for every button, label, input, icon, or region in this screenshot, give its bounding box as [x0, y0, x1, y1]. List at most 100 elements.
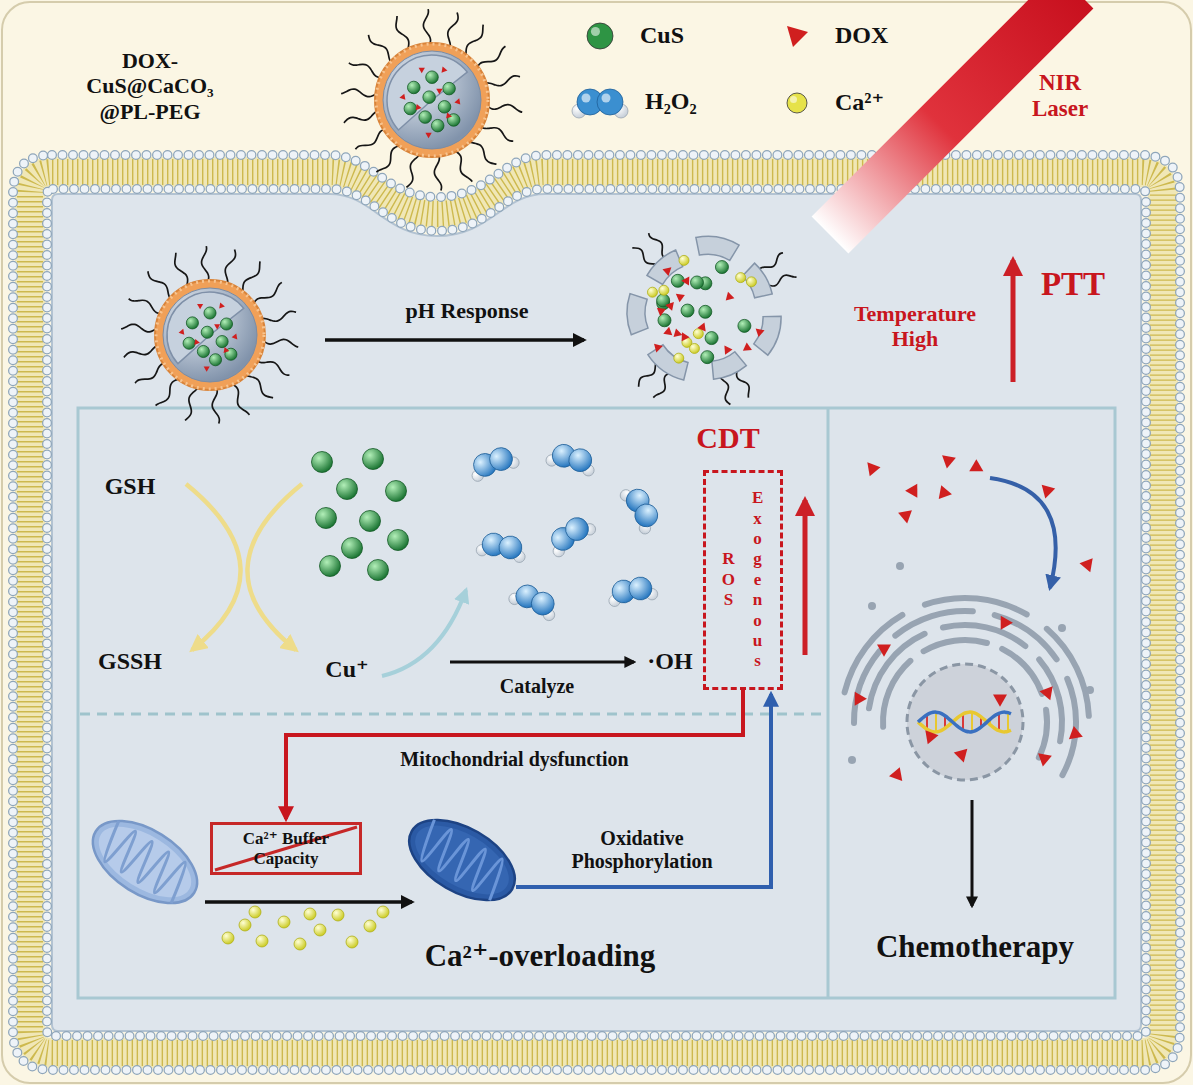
cus-particle: [320, 556, 341, 577]
cus-particle: [201, 326, 213, 338]
legend-text: H₂O₂: [645, 88, 697, 116]
dox-triangle: [940, 455, 956, 469]
peg-chain: [737, 370, 750, 398]
strike-line: [215, 827, 357, 870]
dysfunction-arrow: [286, 690, 743, 819]
dox-triangle: [414, 103, 422, 110]
cus-particle: [699, 305, 712, 318]
cytoplasm: [52, 194, 1141, 1031]
panel-dashed-divider: [80, 713, 826, 716]
legend-item: [787, 26, 808, 47]
calcium-ion: [239, 919, 251, 931]
vesicle: [1086, 686, 1094, 694]
dox-triangle: [665, 299, 677, 311]
calcium-ion: [679, 255, 689, 265]
nir-laser-beam: [812, 0, 1094, 253]
h2o2-molecule: [545, 441, 599, 478]
dox-triangle: [419, 68, 425, 73]
peg-chain: [202, 246, 209, 282]
cus-particle: [386, 481, 407, 502]
dna-rung: [998, 713, 1000, 731]
vertical-label: Exogenous: [751, 488, 765, 672]
peg-chain: [231, 384, 249, 415]
dox-triangle: [966, 459, 984, 477]
calcium-ion: [256, 935, 268, 947]
cus-arrow: [247, 484, 302, 650]
peg-chain: [632, 248, 657, 265]
process-label-anchor: Catalyze: [500, 675, 574, 698]
oxygen-atom: [561, 513, 593, 545]
calcium-ion: [346, 936, 358, 948]
cus-particle: [419, 111, 432, 124]
peg-chain: [212, 388, 219, 424]
peg-chain: [261, 311, 296, 321]
cus-particle: [312, 452, 333, 473]
legend-swatches: [572, 23, 808, 118]
uptake-arrow: [990, 478, 1056, 588]
mitochondrion-outer: [79, 804, 211, 920]
particle-shell: [155, 280, 265, 390]
cus-particle: [204, 307, 216, 319]
dox-triangle: [446, 112, 452, 119]
shell-fragment: [648, 345, 688, 380]
mitochondrion: [396, 803, 528, 916]
dox-triangle: [1039, 485, 1056, 500]
dox-triangle: [192, 338, 199, 345]
peg-chain: [368, 35, 391, 63]
calcium-carbonate-core: [163, 288, 257, 382]
endoplasmic-reticulum: [925, 598, 1027, 614]
species-label-anchor: GSSH: [98, 648, 162, 676]
temperature-arrow: [1011, 260, 1016, 382]
nanoparticle-name-anchor: DOX-CuS@CaCO₃ @PL-PEG: [86, 48, 213, 124]
dox-swatch: [787, 26, 808, 47]
dox-triangle: [673, 290, 685, 302]
dox-triangle: [232, 332, 239, 339]
buffer-capacity-box: Ca²⁺ Buffer Capacity: [210, 822, 362, 875]
calcium-ion: [736, 273, 746, 283]
dox-triangle: [863, 462, 880, 478]
dox-triangle: [743, 343, 754, 354]
cdt-illustration: [186, 441, 805, 676]
peg-chain: [253, 282, 282, 304]
dox-triangle: [724, 291, 735, 301]
endoplasmic-reticulum: [895, 611, 973, 636]
section-title-anchor: Ca²⁺-overloading: [425, 938, 656, 974]
dox-triangle: [425, 130, 433, 138]
calcium-ion: [364, 920, 376, 932]
cus-particle: [407, 81, 420, 94]
shell-fragment: [712, 352, 746, 379]
legend-item: [572, 89, 628, 118]
dox-triangle: [1064, 726, 1082, 745]
peg-chain: [639, 362, 657, 387]
laser-label: NIR Laser: [1032, 70, 1088, 123]
cus-particle: [438, 101, 451, 114]
cus-particle: [209, 354, 221, 366]
shell-fragment: [754, 316, 781, 355]
edge-label-anchor: Mitochondrial dysfunction: [400, 748, 628, 771]
legend-item: [587, 23, 613, 49]
dna-rung: [935, 712, 937, 732]
mechanism-panel: [78, 408, 1115, 998]
catalyze-arrow: [450, 661, 634, 664]
peg-chain: [148, 271, 171, 299]
nucleus: [907, 664, 1023, 780]
peg-chain: [225, 249, 235, 284]
cus-particle: [426, 71, 439, 84]
dox-triangle: [1080, 558, 1097, 574]
peg-chain: [480, 126, 513, 141]
calcium-ion: [674, 353, 684, 363]
cus-particle: [691, 276, 704, 289]
dox-triangle: [905, 484, 923, 502]
calcium-ion: [647, 287, 657, 297]
dox-triangle: [933, 485, 952, 503]
shell-fragment: [696, 236, 739, 260]
calcium-ion: [278, 916, 290, 928]
dox-triangle: [753, 325, 765, 337]
dox-triangle: [435, 86, 443, 94]
peg-chain: [448, 13, 458, 48]
dox-triangle: [439, 66, 447, 74]
cus-particle: [431, 119, 444, 132]
